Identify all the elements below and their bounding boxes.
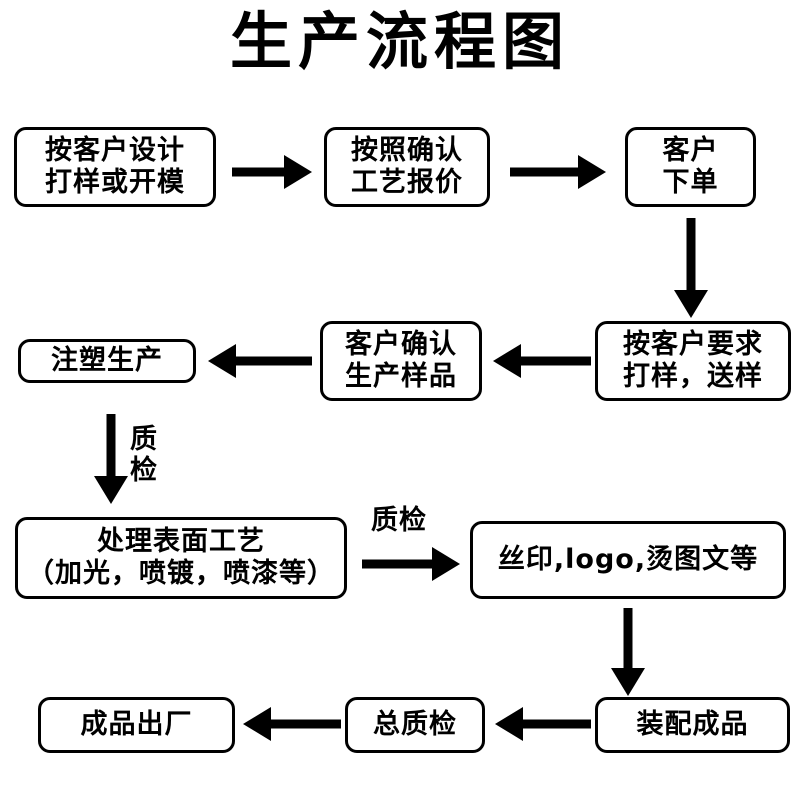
node-line: 装配成品 [636,709,749,741]
arrow-surface-to-printing [362,547,460,581]
arrow-head [495,707,523,741]
arrow-head [674,290,708,318]
node-surface-treatment[interactable]: 处理表面工艺 （加光，喷镀，喷漆等） [15,517,347,599]
arrow-shaft [106,414,116,476]
arrow-shaft [623,608,633,668]
arrow-shaft [510,167,580,177]
arrow-head [94,476,128,504]
arrow-head [432,547,460,581]
node-injection-molding[interactable]: 注塑生产 [18,339,196,383]
arrow-design-to-quote [232,155,312,189]
node-line: 下单 [662,167,719,198]
arrow-shaft [519,356,591,366]
node-assembly[interactable]: 装配成品 [595,697,790,753]
arrow-sampling-to-approval [493,344,591,378]
arrow-head [493,344,521,378]
arrow-head [578,155,606,189]
node-line: 总质检 [373,709,457,741]
node-line: 打样或开模 [45,167,185,198]
node-customer-approval[interactable]: 客户确认 生产样品 [320,321,482,401]
arrow-shaft [362,559,434,569]
node-line: 工艺报价 [351,167,463,198]
node-customer-order[interactable]: 客户 下单 [625,127,756,207]
node-line: 生产样品 [345,361,457,392]
arrow-quote-to-order [510,155,606,189]
arrow-assembly-to-final-qc [495,707,591,741]
node-line: 丝印,logo,烫图文等 [497,544,759,576]
node-confirm-quote[interactable]: 按照确认 工艺报价 [324,127,490,207]
node-line: 按客户设计 [45,135,185,167]
arrow-shaft [686,218,696,290]
arrow-shaft [521,719,591,729]
arrow-shaft [269,719,341,729]
node-line: 客户确认 [345,329,457,361]
arrow-head [611,668,645,696]
node-line: （加光，喷镀，喷漆等） [27,558,335,589]
arrow-shaft [234,356,312,366]
edge-label-quality-check-vertical: 质检 [130,424,158,487]
edge-label-quality-check-horizontal: 质检 [371,505,427,536]
node-line: 成品出厂 [80,709,193,741]
node-printing-logo[interactable]: 丝印,logo,烫图文等 [470,521,786,599]
page-title: 生产流程图 [229,5,570,78]
arrow-final-qc-to-shipment [243,707,341,741]
node-line: 客户 [662,135,719,167]
arrow-injection-to-surface [94,414,128,504]
node-sampling-delivery[interactable]: 按客户要求 打样，送样 [595,321,791,401]
node-line: 注塑生产 [51,345,163,377]
arrow-head [243,707,271,741]
node-final-quality-check[interactable]: 总质检 [345,697,485,753]
node-line: 处理表面工艺 [97,526,265,558]
node-line: 按客户要求 [623,329,763,361]
arrow-printing-to-assembly [611,608,645,696]
arrow-shaft [232,167,286,177]
arrow-order-to-sampling [674,218,708,318]
arrow-head [208,344,236,378]
node-finished-goods-shipment[interactable]: 成品出厂 [38,697,235,753]
arrow-head [284,155,312,189]
node-line: 打样，送样 [623,361,763,392]
arrow-approval-to-injection [208,344,312,378]
node-design-sample[interactable]: 按客户设计 打样或开模 [14,127,216,207]
node-line: 按照确认 [351,135,463,167]
